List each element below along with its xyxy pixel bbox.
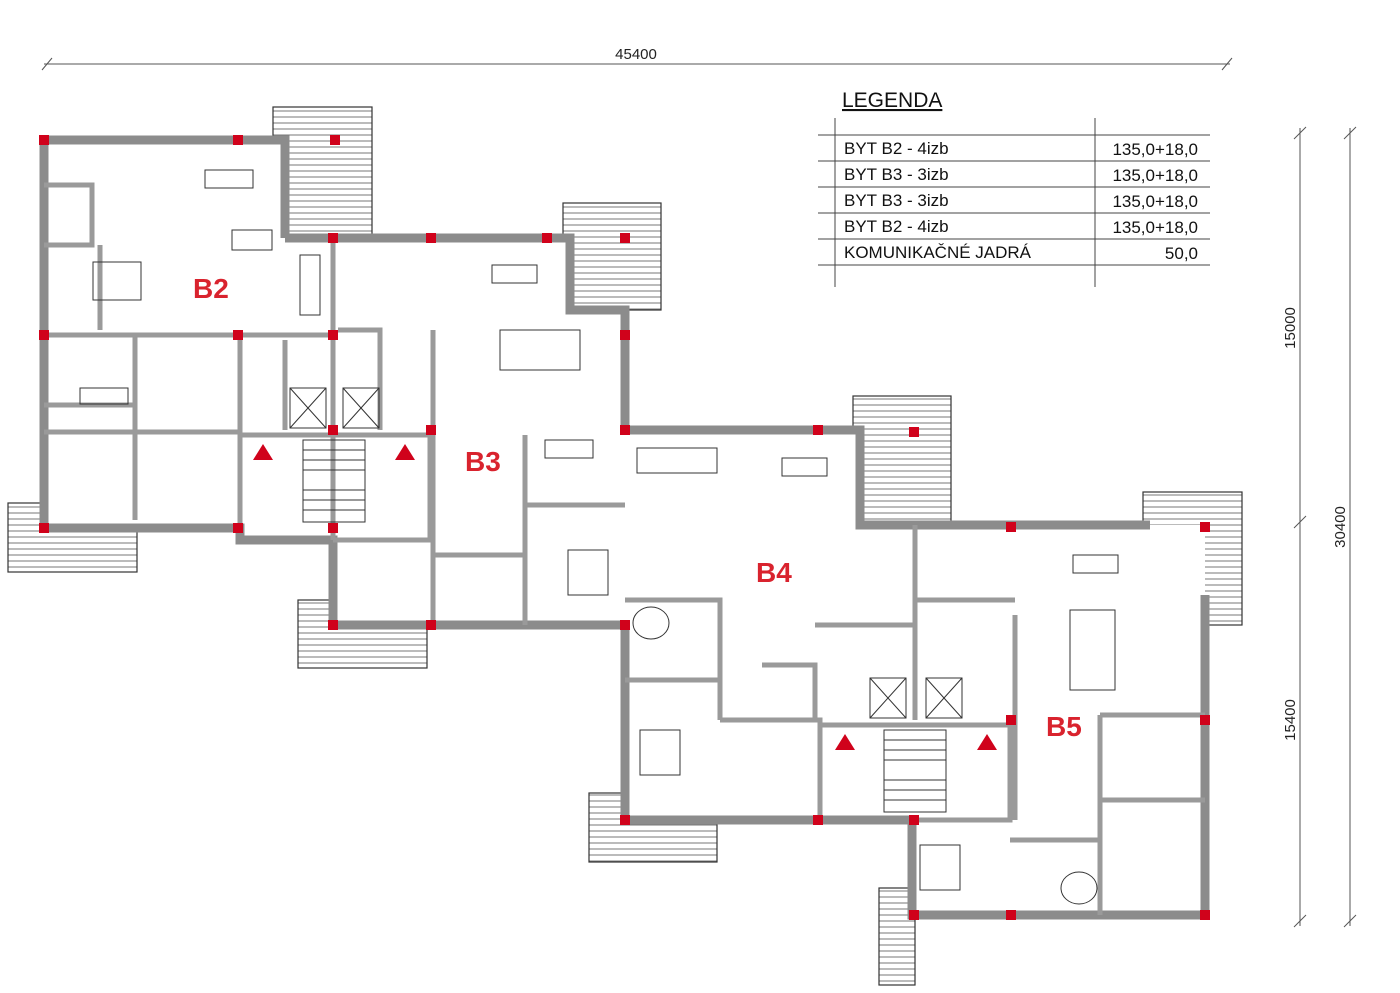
dimension-right-inner: 15000 15400 [1282,126,1307,928]
structural-column [233,135,243,145]
legend-row-area: 135,0+18,0 [1112,218,1198,237]
legend-row: BYT B2 - 4izb 135,0+18,0 [844,217,1198,237]
legend-row: BYT B3 - 3izb 135,0+18,0 [844,191,1198,211]
legend-row-area: 135,0+18,0 [1112,166,1198,185]
legend-row: BYT B2 - 4izb 135,0+18,0 [844,139,1198,159]
balcony [562,202,662,311]
legend-row-name: BYT B3 - 3izb [844,191,949,210]
structural-column [542,233,552,243]
legend-title: LEGENDA [842,89,942,112]
columns [39,135,1210,920]
structural-column [233,330,243,340]
entrance-triangle-icon [835,734,855,750]
structural-column [620,815,630,825]
dimension-lower-height: 15400 [1282,699,1299,741]
structural-column [426,233,436,243]
structural-column [328,620,338,630]
structural-column [330,135,340,145]
legend: LEGENDA BYT B2 - 4izb 135,0+18,0 BYT B3 … [818,89,1210,287]
dimension-total-height: 30400 [1332,506,1349,548]
balcony [852,395,952,526]
structural-column [328,233,338,243]
legend-row-name: BYT B2 - 4izb [844,139,949,158]
apartment-label-b5: B5 [1046,711,1082,742]
legend-row-area: 135,0+18,0 [1112,192,1198,211]
legend-row-area: 135,0+18,0 [1112,140,1198,159]
furniture [79,169,1119,905]
dimension-right-outer: 30400 [1332,126,1357,928]
legend-row-area: 50,0 [1165,244,1198,263]
staircase-lower [883,729,947,813]
legend-row-name: BYT B3 - 3izb [844,165,949,184]
structural-column [909,427,919,437]
structural-column [620,330,630,340]
structural-column [813,425,823,435]
legend-row-name: KOMUNIKAČNÉ JADRÁ [844,243,1032,262]
dimension-upper-height: 15000 [1282,307,1299,349]
structural-column [1200,522,1210,532]
legend-row: KOMUNIKAČNÉ JADRÁ 50,0 [844,243,1198,263]
structural-column [39,330,49,340]
structural-column [909,910,919,920]
staircase-upper [302,439,366,523]
apartment-label-b3: B3 [465,446,501,477]
dimension-total-width: 45400 [615,46,657,63]
structural-column [426,425,436,435]
legend-row: BYT B3 - 3izb 135,0+18,0 [844,165,1198,185]
structural-column [233,523,243,533]
structural-column [1200,910,1210,920]
structural-column [1006,522,1016,532]
elevators [289,387,963,719]
structural-column [1200,715,1210,725]
structural-column [39,523,49,533]
entrance-markers [253,444,997,750]
walls [39,135,1210,920]
entrance-triangle-icon [395,444,415,460]
entrance-triangle-icon [977,734,997,750]
structural-column [1006,715,1016,725]
structural-column [1006,910,1016,920]
apartment-label-b2: B2 [193,273,229,304]
legend-row-name: BYT B2 - 4izb [844,217,949,236]
dimension-top: 45400 [41,46,1233,71]
structural-column [909,815,919,825]
structural-column [328,425,338,435]
structural-column [39,135,49,145]
structural-column [620,233,630,243]
structural-column [328,330,338,340]
structural-column [426,620,436,630]
apartment-label-b4: B4 [756,557,792,588]
structural-column [813,815,823,825]
structural-column [620,425,630,435]
entrance-triangle-icon [253,444,273,460]
structural-column [620,620,630,630]
structural-column [328,523,338,533]
